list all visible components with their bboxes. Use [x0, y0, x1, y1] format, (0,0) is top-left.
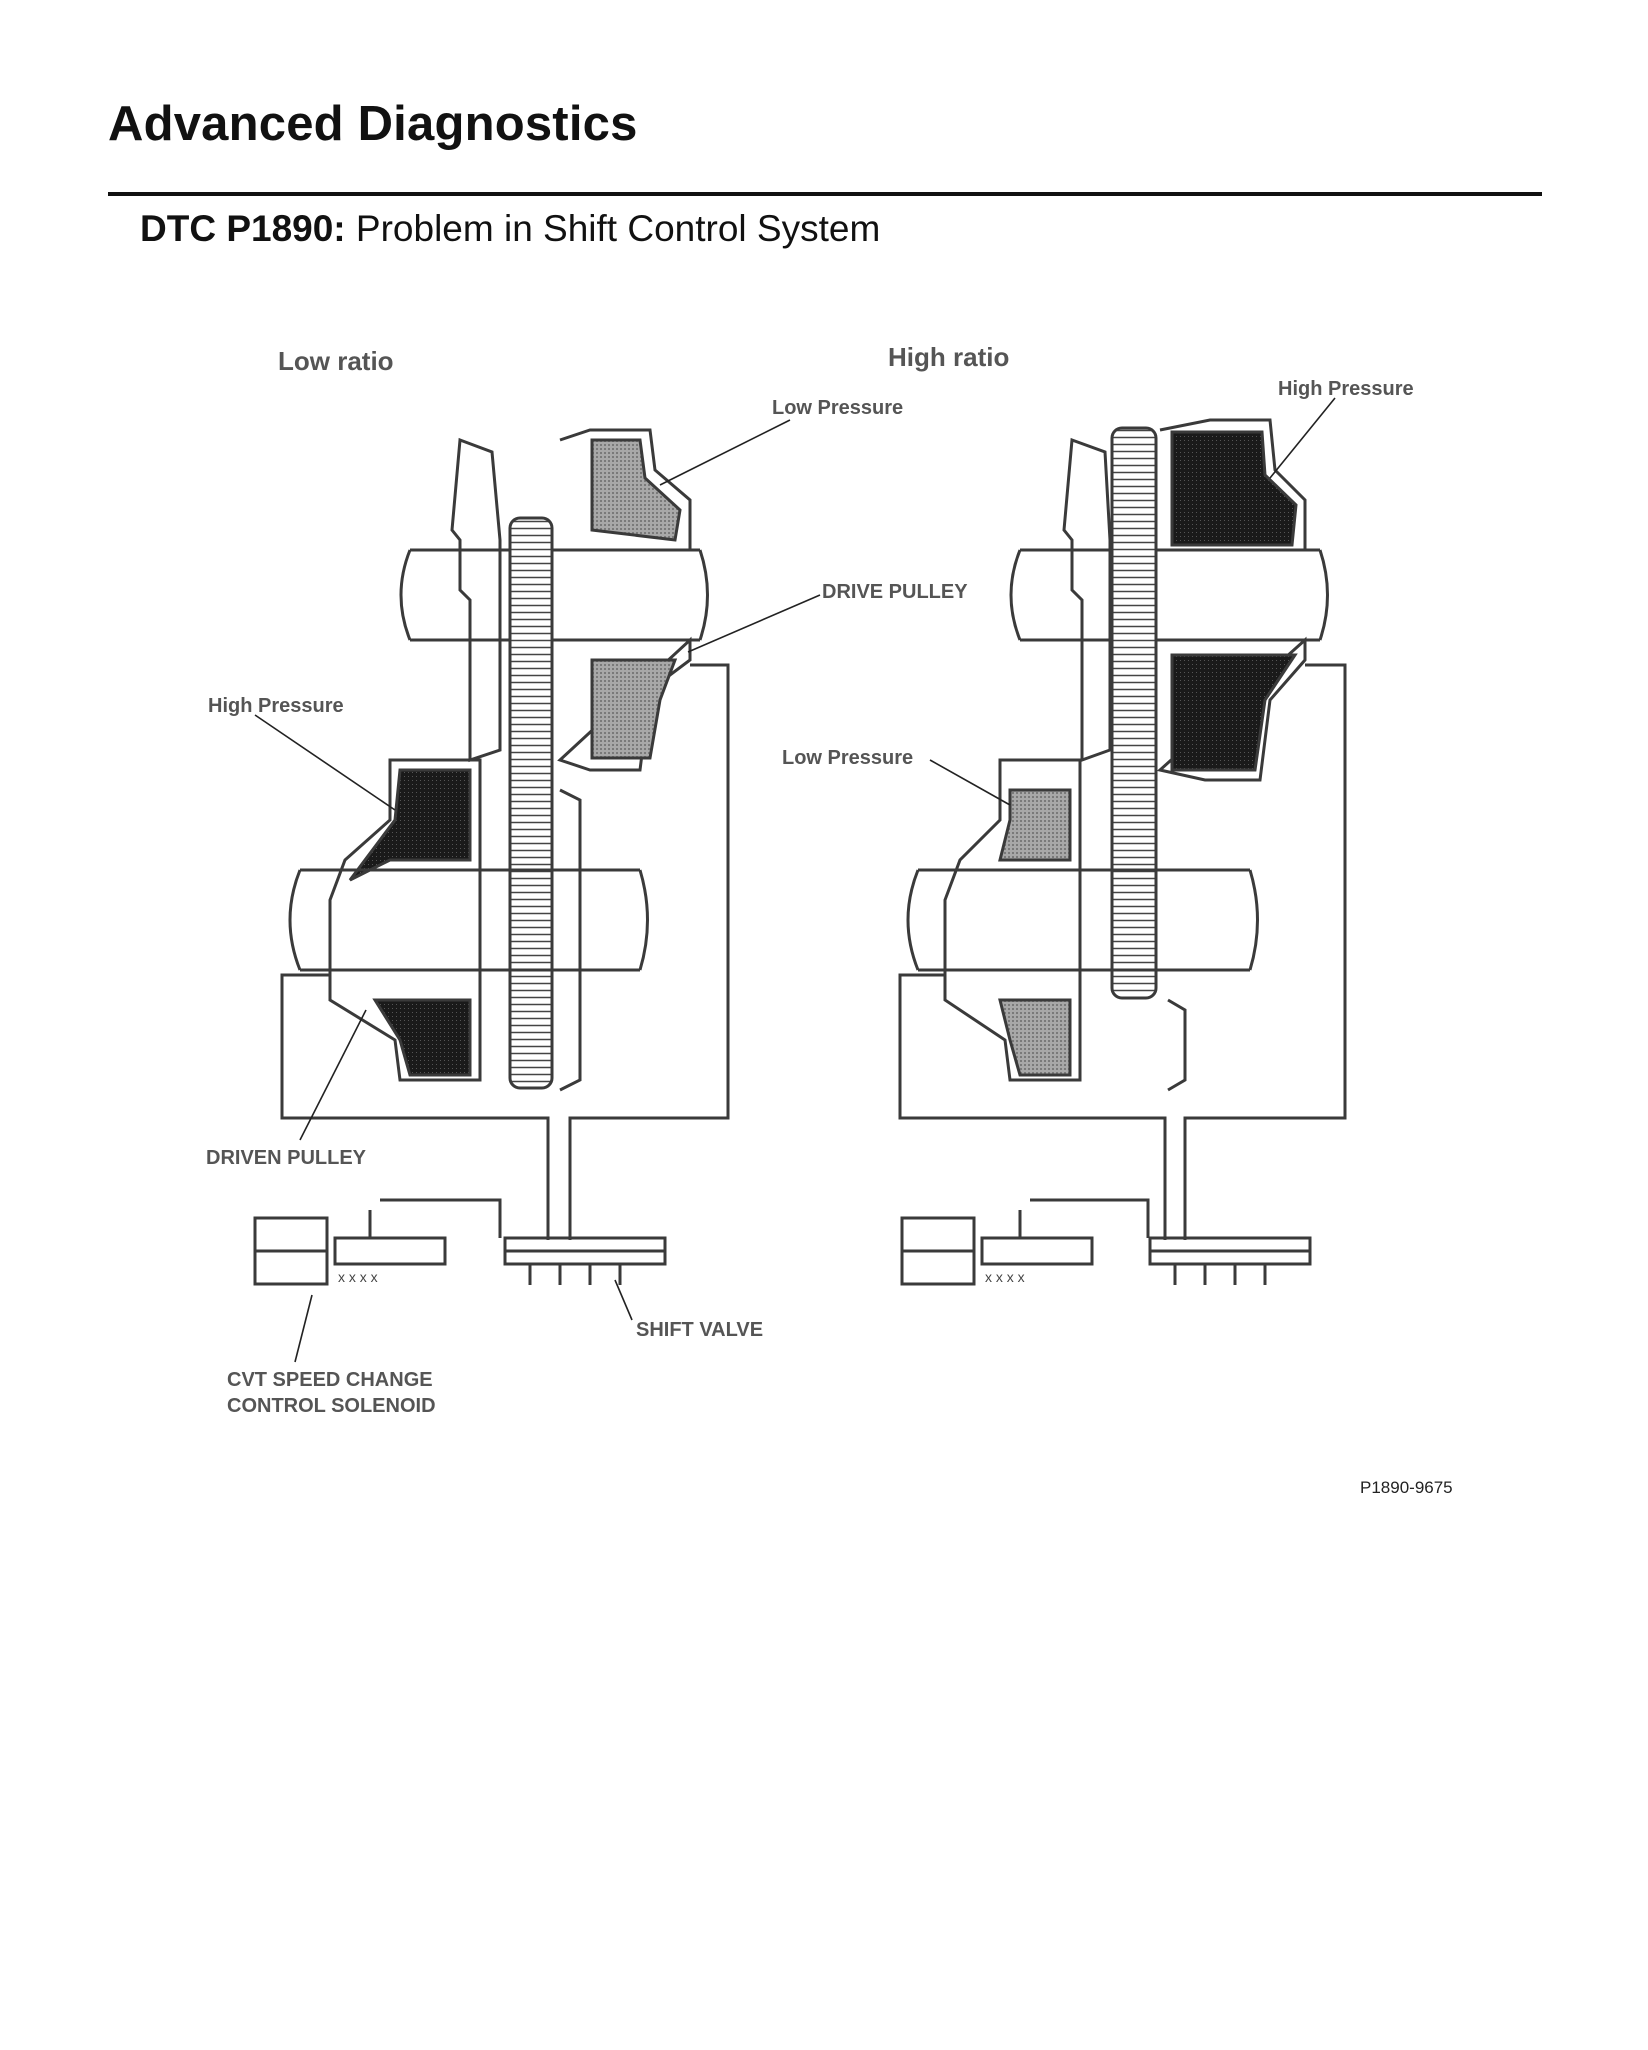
driven-piston-chamber-upper	[348, 768, 472, 882]
hydraulic-line-driven	[280, 973, 550, 1240]
dtc-description: Problem in Shift Control System	[355, 208, 881, 249]
drive-shaft-high	[1009, 548, 1329, 642]
dtc-subtitle: DTC P1890: Problem in Shift Control Syst…	[140, 208, 880, 250]
label-solenoid-line1: CVT SPEED CHANGE	[227, 1369, 433, 1391]
driven-fixed-sheave-high	[1167, 998, 1187, 1092]
drive-piston-chamber-lower	[590, 658, 678, 760]
panel-low-ratio: Low ratio	[206, 346, 968, 1417]
label-driven-pressure-high: Low Pressure	[782, 747, 913, 769]
shift-valve-high	[1148, 1236, 1312, 1285]
hydraulic-line-drive-high	[1183, 663, 1347, 1240]
drive-piston-chamber-upper	[590, 438, 682, 542]
cvt-speed-change-control-solenoid-high: x x x x	[900, 1198, 1150, 1286]
drive-piston-chamber-upper-high	[1170, 430, 1298, 547]
svg-text:x x x x: x x x x	[985, 1269, 1025, 1285]
figure-id: P1890-9675	[1360, 1478, 1453, 1497]
drive-movable-sheave	[557, 428, 692, 772]
leader-lines-low	[254, 419, 821, 1363]
drive-movable-sheave-high	[1156, 418, 1307, 782]
drive-fixed-sheave-high	[1062, 437, 1112, 763]
panel-title-low-ratio: Low ratio	[278, 346, 394, 376]
panel-high-ratio: High ratio	[782, 342, 1414, 1286]
shift-valve	[503, 1236, 667, 1285]
label-driven-pressure-low: High Pressure	[208, 695, 344, 717]
label-drive-pressure-high: High Pressure	[1278, 378, 1414, 400]
svg-text:x x x x: x x x x	[338, 1269, 378, 1285]
drive-shaft	[399, 548, 709, 642]
hydraulic-line-drive	[568, 663, 730, 1240]
dtc-code: DTC P1890:	[140, 208, 346, 249]
driven-movable-sheave-high	[943, 758, 1082, 1082]
label-shift-valve: SHIFT VALVE	[636, 1319, 763, 1341]
hydraulic-line-driven-high	[898, 973, 1167, 1240]
page-title: Advanced Diagnostics	[108, 97, 638, 151]
drive-belt	[508, 516, 554, 1090]
drive-belt-high	[1110, 426, 1158, 1000]
driven-piston-chamber-lower-high	[998, 998, 1072, 1077]
driven-movable-sheave	[328, 758, 482, 1082]
driven-shaft	[288, 868, 649, 972]
panel-title-high-ratio: High ratio	[888, 342, 1009, 372]
cvt-speed-change-control-solenoid: x x x x	[253, 1198, 502, 1286]
driven-piston-chamber-lower	[372, 998, 472, 1077]
drive-piston-chamber-lower-high	[1170, 653, 1298, 772]
leader-lines-high	[929, 397, 1336, 806]
label-drive-pulley: DRIVE PULLEY	[822, 581, 968, 603]
title-divider	[108, 192, 1542, 196]
label-drive-pressure-low: Low Pressure	[772, 397, 903, 419]
driven-shaft-high	[906, 868, 1259, 972]
driven-piston-chamber-upper-high	[998, 788, 1072, 862]
drive-fixed-sheave	[450, 437, 502, 763]
driven-fixed-sheave	[559, 788, 582, 1092]
label-driven-pulley: DRIVEN PULLEY	[206, 1147, 367, 1169]
label-solenoid-line2: CONTROL SOLENOID	[227, 1395, 436, 1417]
